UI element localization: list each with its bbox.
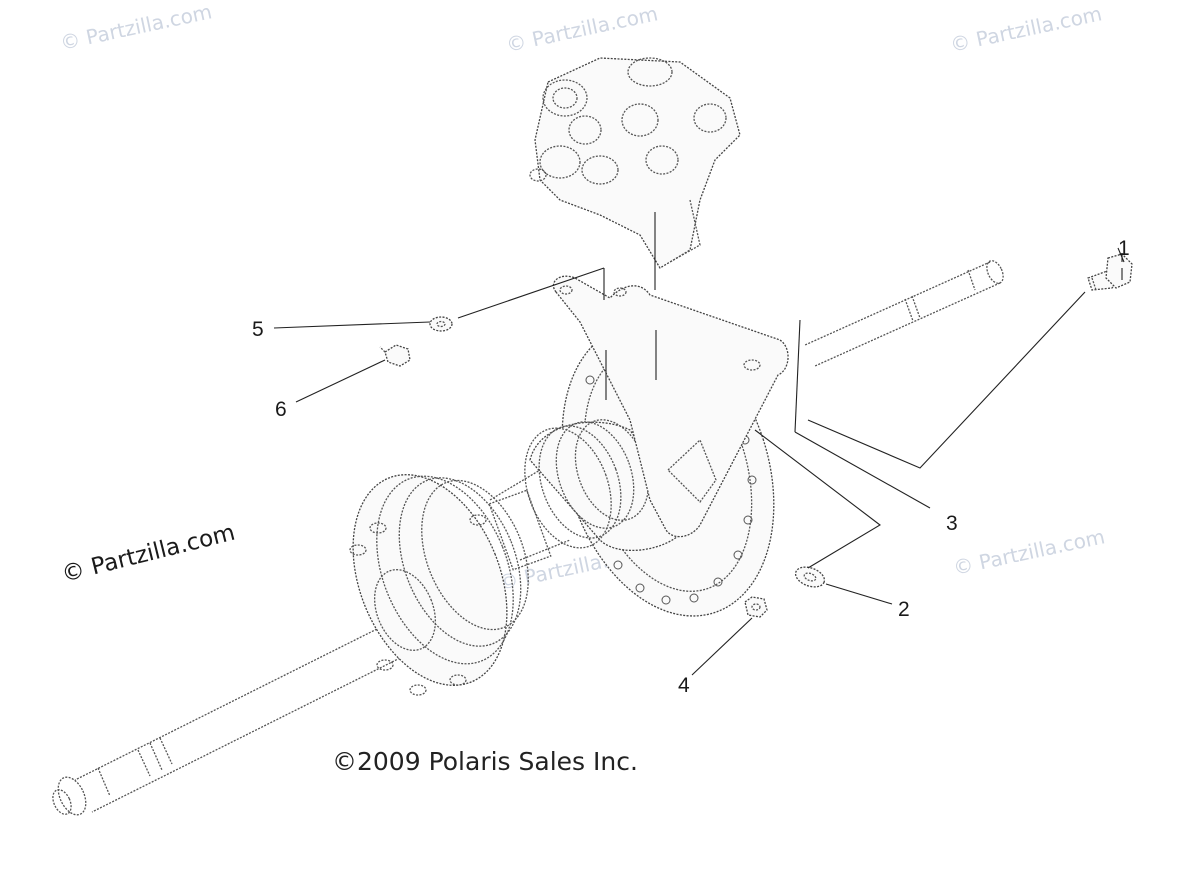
watermark-right: © Partzilla.com (951, 524, 1107, 580)
callout-5: 5 (252, 318, 264, 341)
axle-shaft (52, 260, 1004, 816)
washer-part-5 (429, 316, 453, 332)
watermark-left: © Partzilla.com (59, 520, 238, 588)
callout-2: 2 (898, 598, 910, 621)
callout-3: 3 (946, 512, 958, 535)
callout-6: 6 (275, 398, 287, 421)
bolt-part-1 (1087, 253, 1133, 291)
watermark-top-left: © Partzilla.com (58, 0, 214, 55)
callout-1: 1 (1118, 237, 1130, 260)
watermark-top-center: © Partzilla.com (504, 1, 660, 57)
watermark-top-right: © Partzilla.com (948, 1, 1104, 57)
copyright-notice: ©2009 Polaris Sales Inc. (332, 747, 638, 776)
nut-part-4 (744, 596, 768, 618)
sprocket-hub (349, 474, 529, 696)
assembly-guide-lines (457, 212, 657, 400)
bolt-part-6 (379, 344, 411, 367)
callout-4: 4 (678, 674, 690, 697)
leader-lines (273, 253, 1123, 676)
caliper-bracket (552, 275, 789, 538)
leader-1 (1117, 247, 1125, 263)
brake-caliper (529, 57, 741, 269)
washer-part-2 (794, 566, 826, 588)
